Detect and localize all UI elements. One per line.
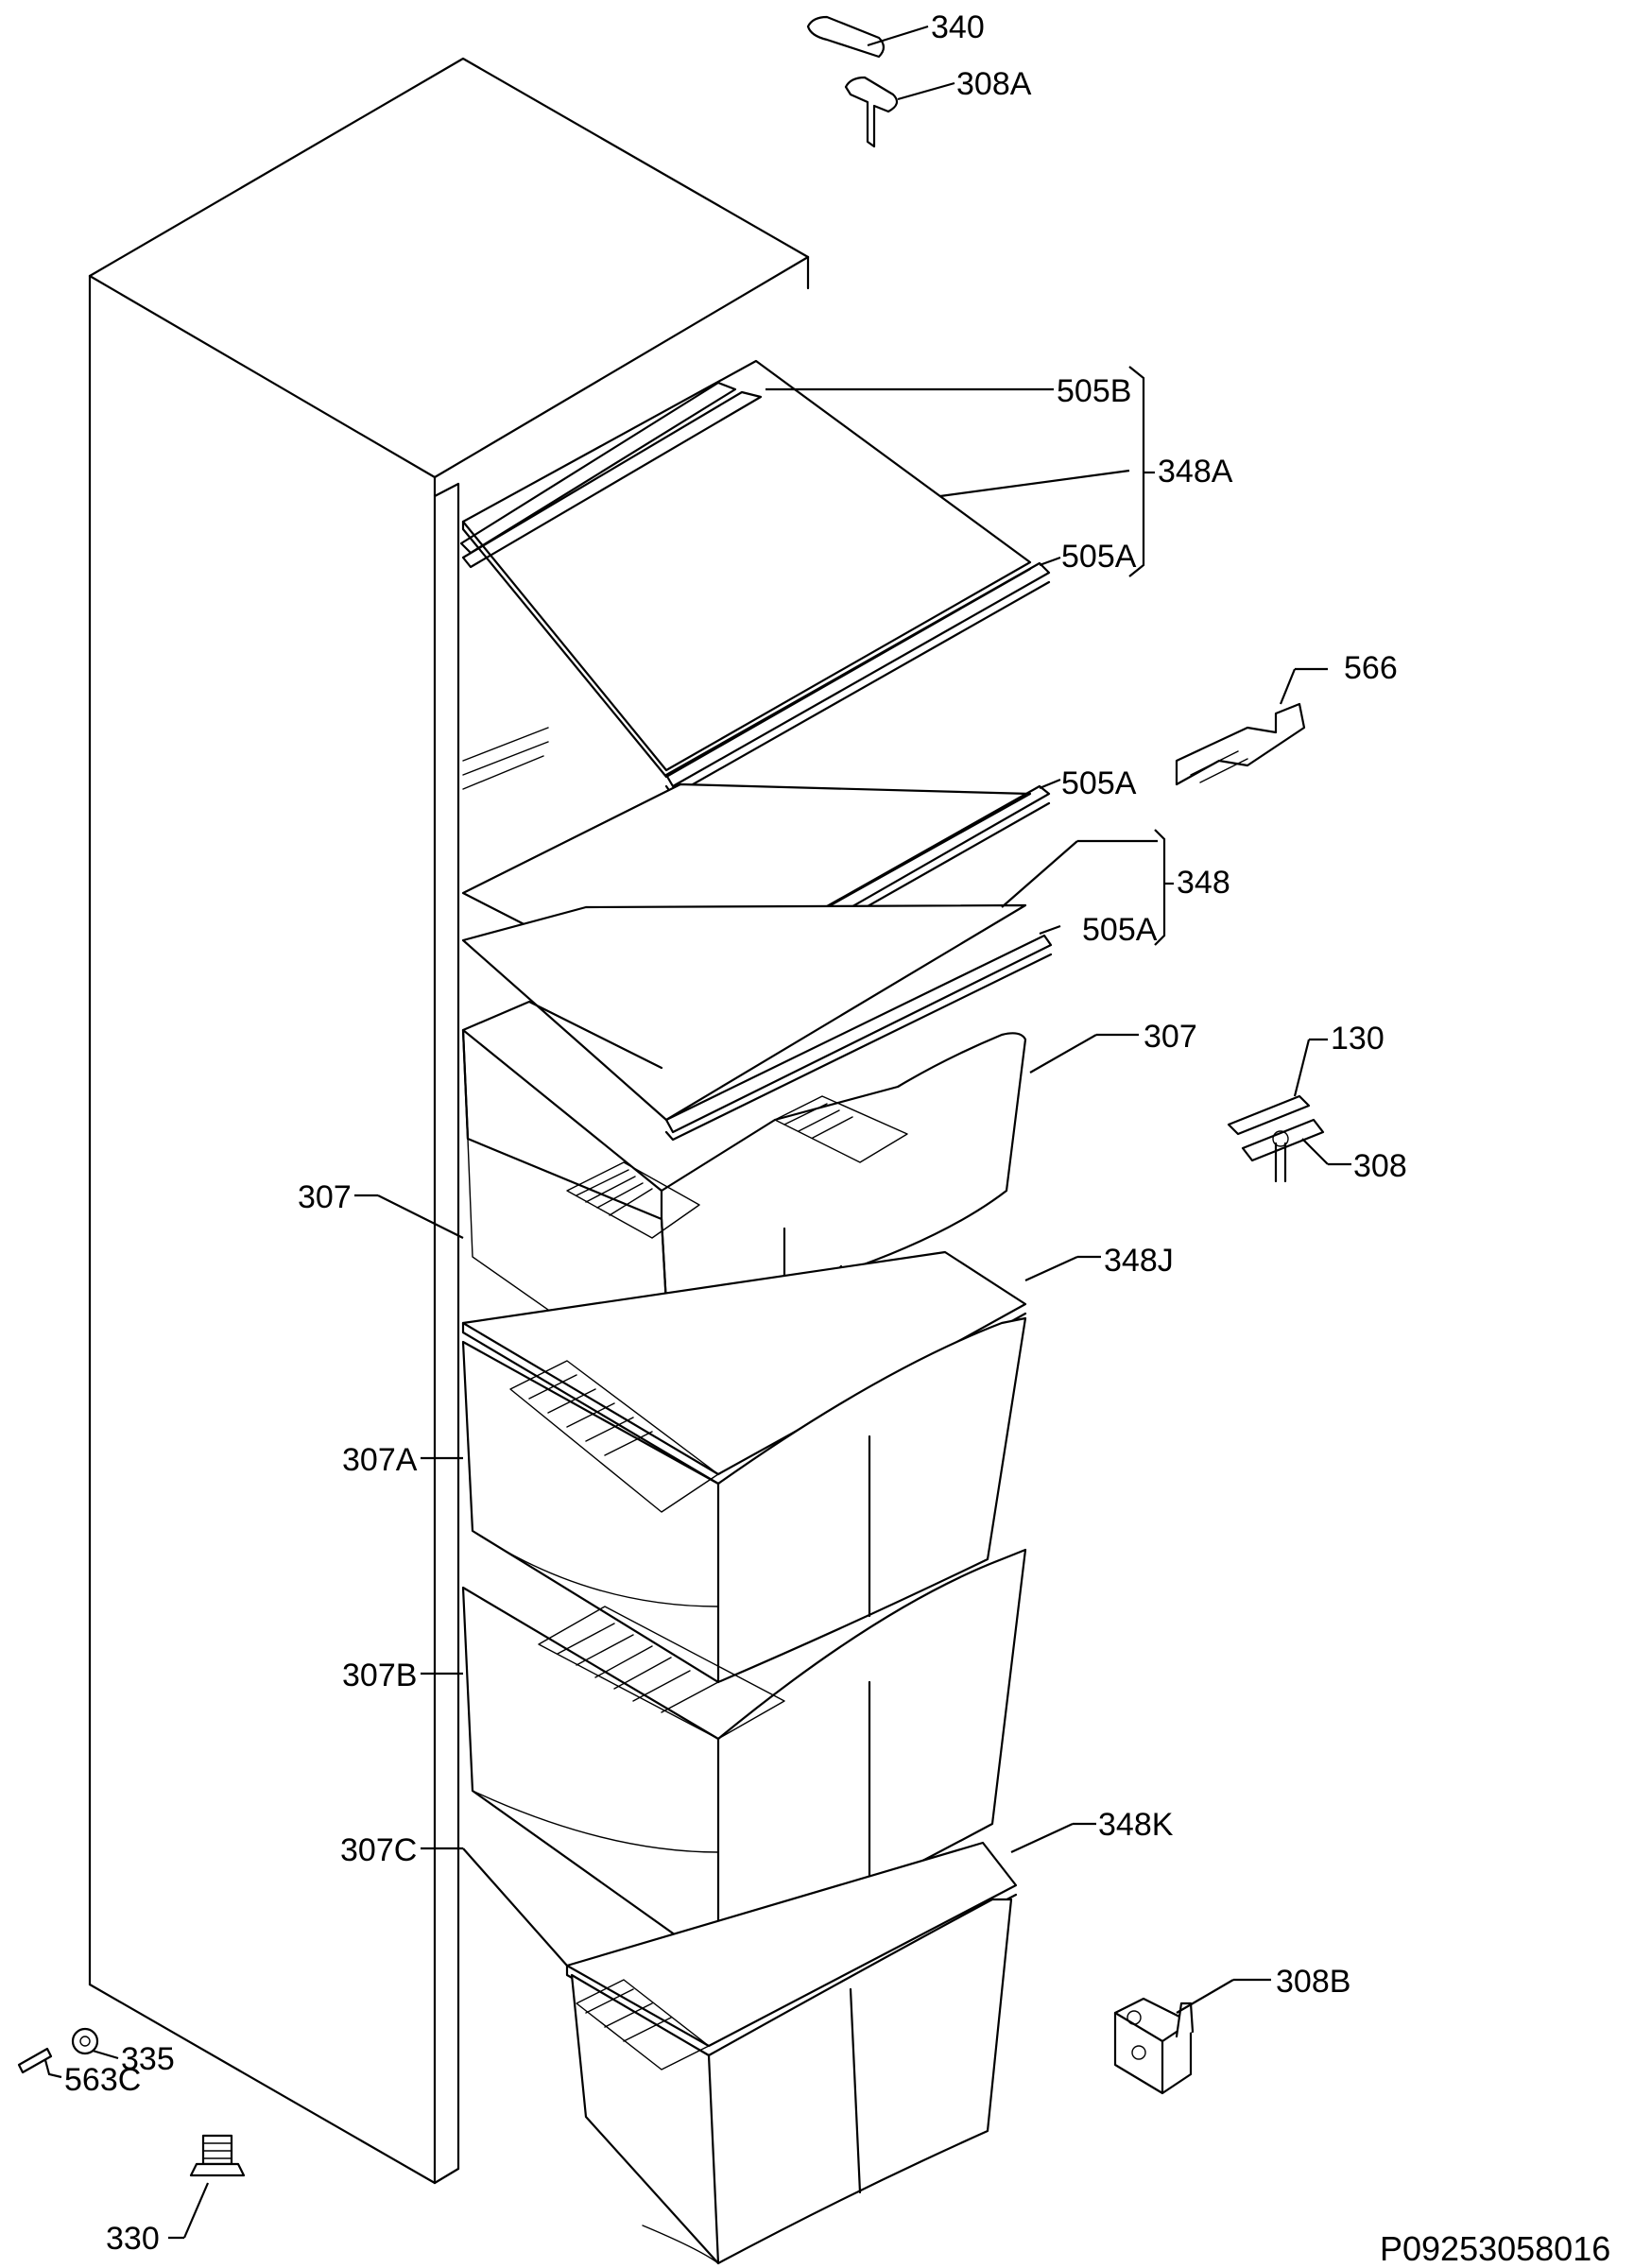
- label-308: 308: [1353, 1148, 1407, 1184]
- part-labels: 340 308A 505B 348A 505A 566 505A 348 505…: [64, 9, 1407, 2257]
- label-340: 340: [931, 9, 985, 45]
- label-505A-1: 505A: [1061, 539, 1137, 575]
- label-563C: 563C: [64, 2062, 141, 2098]
- handle-parts: [806, 15, 899, 148]
- label-307-left: 307: [298, 1179, 352, 1215]
- label-330: 330: [106, 2221, 160, 2257]
- label-505A-3: 505A: [1082, 912, 1158, 948]
- top-glass-shelf: [459, 359, 1051, 798]
- side-rails: [462, 727, 549, 790]
- drawer-307A: [461, 1316, 1027, 1684]
- label-348A: 348A: [1158, 454, 1233, 490]
- label-307C: 307C: [340, 1832, 417, 1868]
- hinge-bracket-308B: [1113, 1997, 1195, 2095]
- middle-glass-shelf: [461, 782, 1053, 1142]
- label-505A-2: 505A: [1061, 765, 1137, 801]
- part-566: [1175, 702, 1306, 786]
- label-308B: 308B: [1276, 1964, 1350, 2000]
- label-307B: 307B: [342, 1658, 417, 1693]
- label-348K: 348K: [1098, 1807, 1174, 1843]
- diagram-code: P09253058016: [1380, 2229, 1610, 2268]
- label-307-right: 307: [1144, 1019, 1197, 1055]
- label-348J: 348J: [1104, 1243, 1174, 1279]
- cabinet-body: [88, 57, 810, 2185]
- label-505B: 505B: [1057, 373, 1131, 409]
- label-307A: 307A: [342, 1442, 418, 1478]
- hinge-parts: [1227, 1094, 1325, 1183]
- label-335: 335: [121, 2041, 175, 2077]
- leader-lines: [43, 25, 1351, 2240]
- label-130: 130: [1331, 1021, 1385, 1057]
- label-348: 348: [1177, 865, 1230, 901]
- drawer-307C: [570, 1898, 1013, 2265]
- small-parts: [17, 2027, 246, 2177]
- label-308A: 308A: [956, 66, 1032, 102]
- label-566: 566: [1344, 650, 1398, 686]
